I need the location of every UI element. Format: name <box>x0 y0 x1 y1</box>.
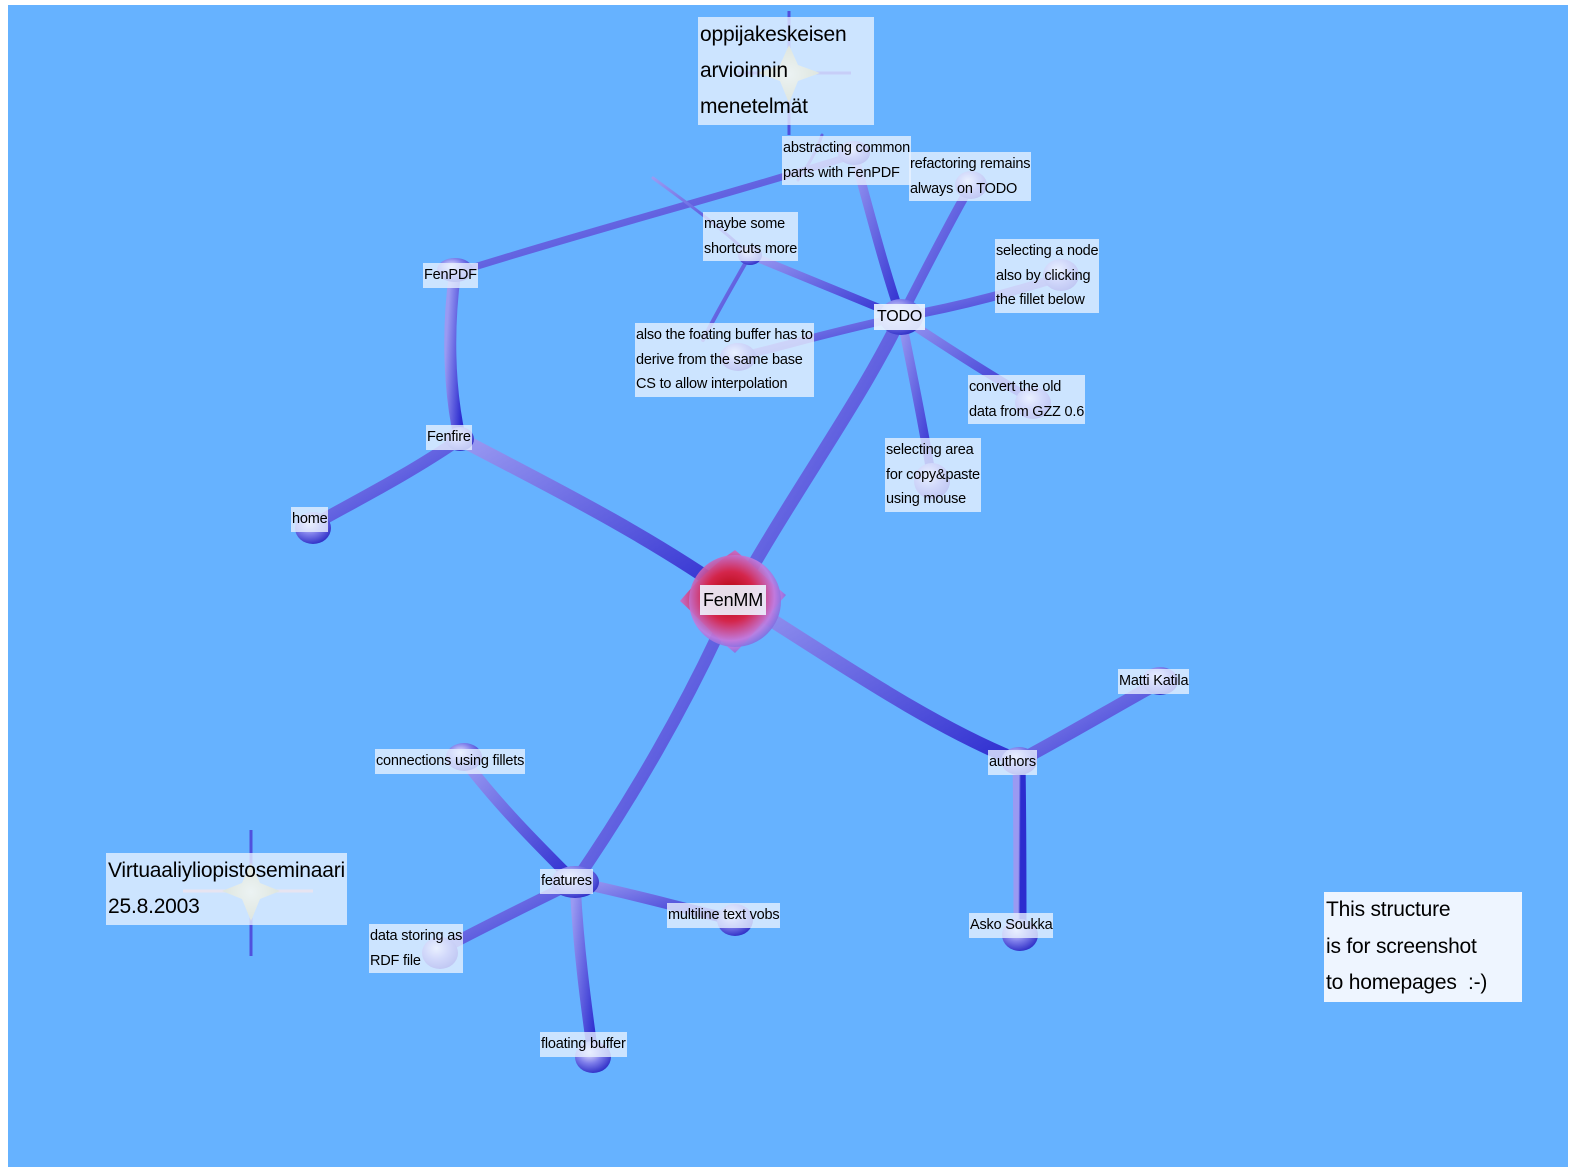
node-features[interactable]: features <box>540 869 593 894</box>
node-connections[interactable]: connections using fillets <box>375 749 526 774</box>
node-authors[interactable]: authors <box>988 750 1037 775</box>
node-floating[interactable]: floating buffer <box>540 1032 627 1057</box>
node-home[interactable]: home <box>291 507 329 532</box>
node-multiline[interactable]: multiline text vobs <box>667 903 781 928</box>
edge-features-connections <box>458 754 581 888</box>
edge-fenmm-todo <box>728 310 908 604</box>
edge-fenfire-fenpdf <box>444 267 466 445</box>
edge-features-floating <box>569 876 599 1061</box>
node-floating-interp[interactable]: also the foating buffer has to derive fr… <box>635 323 814 397</box>
node-fenpdf[interactable]: FenPDF <box>423 263 478 288</box>
node-selecting-node[interactable]: selecting a node also by clicking the fi… <box>995 239 1100 313</box>
edge-fenmm-authors <box>728 590 1026 768</box>
edge-todo-refactoring <box>896 180 976 322</box>
node-oppija[interactable]: oppijakeskeisen arvioinnin menetelmät <box>698 17 874 125</box>
edge-authors-asko <box>1012 754 1027 940</box>
edge-fenmm-fenfire <box>453 432 742 604</box>
node-asko[interactable]: Asko Soukka <box>969 913 1054 938</box>
node-convert[interactable]: convert the old data from GZZ 0.6 <box>968 375 1086 424</box>
node-todo[interactable]: TODO <box>874 304 926 330</box>
node-selecting-area[interactable]: selecting area for copy&paste using mous… <box>885 438 981 512</box>
node-abstracting[interactable]: abstracting common parts with FenPDF <box>782 136 911 185</box>
screenshot-note: This structure is for screenshot to home… <box>1324 892 1522 1002</box>
node-fenmm[interactable]: FenMM <box>700 585 767 615</box>
node-seminar[interactable]: Virtuaaliyliopistoseminaari 25.8.2003 <box>106 853 347 925</box>
edge-authors-matti <box>1012 675 1167 768</box>
node-rdf[interactable]: data storing as RDF file <box>369 924 464 973</box>
node-refactoring[interactable]: refactoring remains always on TODO <box>909 152 1032 201</box>
node-matti[interactable]: Matti Katila <box>1118 669 1190 694</box>
node-shortcuts[interactable]: maybe some shortcuts more <box>703 212 799 261</box>
edge-fenfire-home <box>307 433 466 531</box>
mindmap-canvas[interactable]: oppijakeskeisen arvioinnin menetelmät ab… <box>8 5 1568 1167</box>
node-fenfire[interactable]: Fenfire <box>426 425 472 450</box>
